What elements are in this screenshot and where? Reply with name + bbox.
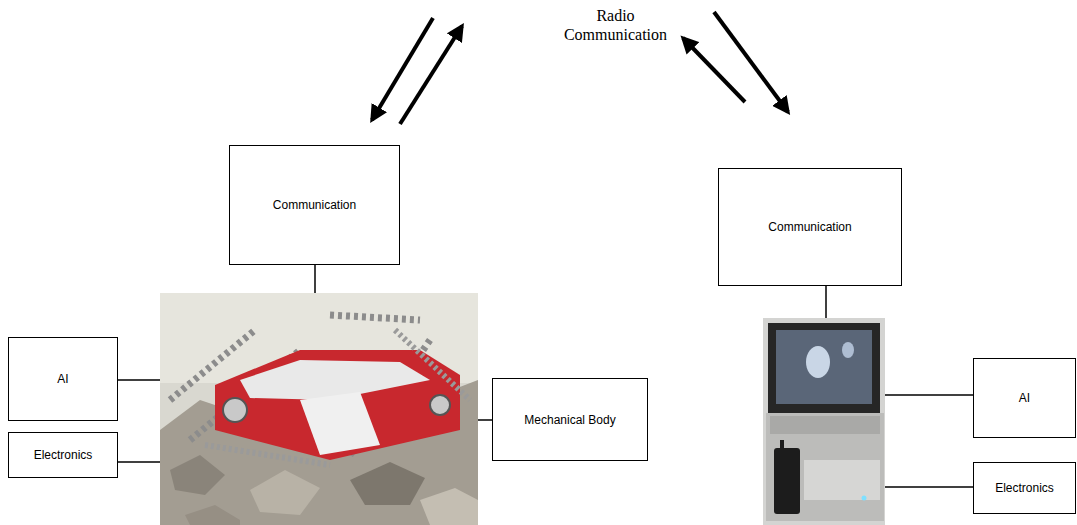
laptop-keyboard [770, 416, 880, 434]
box-label: Mechanical Body [524, 413, 615, 427]
robot-panel [300, 392, 380, 455]
laptop-lid [768, 323, 880, 413]
box-label: Electronics [34, 448, 93, 462]
photo-background [763, 318, 885, 525]
radio-arrow [714, 12, 788, 112]
leader-line [118, 461, 160, 463]
rubble-stone [350, 462, 425, 505]
laptop-screen [776, 330, 872, 404]
label-box: Communication [229, 145, 400, 265]
rubble-stone [250, 470, 320, 515]
radio-antenna [780, 440, 784, 450]
radio-label: Radio Communication [553, 6, 678, 44]
laptop-base [766, 413, 884, 521]
leader-line [314, 265, 316, 293]
screen-image [806, 346, 830, 378]
robot-top-plate [240, 360, 430, 400]
rubble-stone [185, 505, 240, 525]
leader-line [885, 486, 973, 488]
rubble-stone [420, 488, 478, 525]
base-front [804, 460, 880, 500]
robot-wheel [223, 398, 247, 422]
leader-line [825, 286, 827, 318]
radio-arrow [683, 38, 745, 102]
screen-image [842, 342, 854, 358]
track-flipper [395, 330, 470, 400]
label-box: Electronics [973, 462, 1076, 514]
robot-body [215, 350, 460, 460]
box-label: Electronics [995, 481, 1054, 495]
robot-photo [160, 293, 478, 525]
label-box: Electronics [8, 432, 118, 478]
leader-line [885, 394, 973, 396]
laptop-photo [763, 318, 885, 525]
leader-line [478, 419, 492, 421]
leader-line [118, 379, 160, 381]
radio-unit [774, 448, 800, 514]
box-label: Communication [273, 198, 356, 212]
rubble-stone [170, 455, 225, 495]
label-box: Communication [718, 168, 902, 286]
label-box: AI [973, 358, 1076, 438]
photo-background [160, 293, 478, 525]
box-label: Communication [768, 220, 851, 234]
label-box: Mechanical Body [492, 378, 648, 461]
radio-arrow [372, 18, 433, 120]
radio-arrow [400, 26, 462, 124]
track-flipper [205, 445, 330, 465]
box-label: AI [1019, 391, 1030, 405]
box-label: AI [57, 372, 68, 386]
robot-wheel [430, 395, 450, 415]
label-box: AI [8, 337, 118, 421]
track-flipper [330, 315, 420, 320]
power-light [862, 496, 867, 501]
